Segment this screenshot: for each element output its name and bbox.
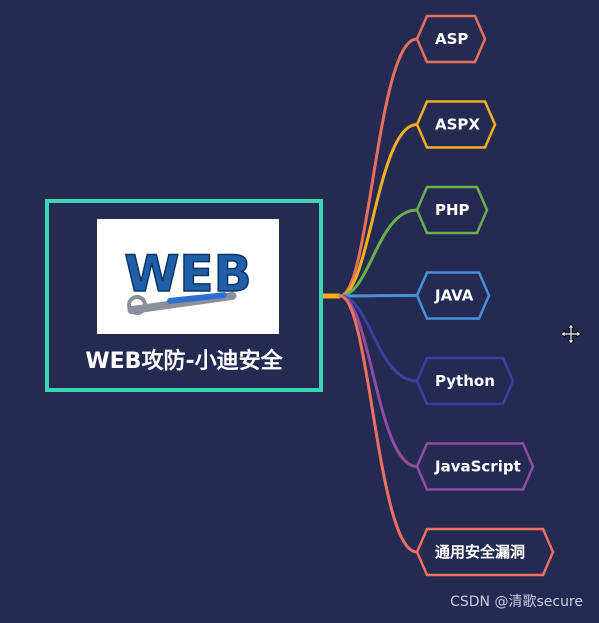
branch-label: ASP bbox=[435, 30, 468, 48]
branch-node-asp[interactable]: ASP bbox=[415, 14, 487, 64]
branch-hexagon bbox=[415, 185, 489, 235]
branch-connector-2 bbox=[338, 208, 419, 298]
branch-hexagon bbox=[415, 14, 487, 64]
watermark-text: CSDN @清歌secure bbox=[450, 594, 583, 610]
branch-connector-3 bbox=[338, 294, 419, 298]
branch-label: JavaScript bbox=[434, 458, 521, 476]
branch-label: JAVA bbox=[434, 287, 474, 305]
branch-hexagon bbox=[415, 100, 497, 149]
branch-connector-4 bbox=[338, 294, 419, 383]
branch-node-aspx[interactable]: ASPX bbox=[415, 100, 497, 149]
branch-hexagon bbox=[415, 356, 515, 406]
branch-connector-0 bbox=[338, 37, 419, 298]
branch-label: PHP bbox=[435, 201, 470, 219]
branch-node-python[interactable]: Python bbox=[415, 356, 515, 406]
branch-connector-5 bbox=[338, 294, 419, 468]
branch-hexagon bbox=[415, 442, 535, 491]
branch-hexagon bbox=[415, 527, 555, 577]
move-cursor-icon bbox=[560, 323, 582, 345]
branch-connector-6 bbox=[338, 294, 419, 554]
gear-icon bbox=[127, 295, 147, 315]
screwdriver-icon bbox=[167, 292, 227, 304]
branch-connector-1 bbox=[338, 123, 419, 298]
branch-connectors bbox=[323, 37, 419, 554]
branch-node-php[interactable]: PHP bbox=[415, 185, 489, 235]
branch-label: Python bbox=[435, 372, 495, 390]
root-title: WEB攻防-小迪安全 bbox=[85, 349, 283, 374]
branch-label: 通用安全漏洞 bbox=[435, 543, 525, 561]
branch-node-通用安全漏洞[interactable]: 通用安全漏洞 bbox=[415, 527, 555, 577]
branch-node-javascript[interactable]: JavaScript bbox=[415, 442, 535, 491]
root-node[interactable]: WEB WEB攻防-小迪安全 bbox=[45, 199, 323, 392]
web-logo-image: WEB bbox=[97, 219, 279, 334]
branch-node-java[interactable]: JAVA bbox=[415, 271, 491, 320]
branch-hexagon bbox=[415, 271, 491, 320]
branch-label: ASPX bbox=[435, 116, 480, 134]
